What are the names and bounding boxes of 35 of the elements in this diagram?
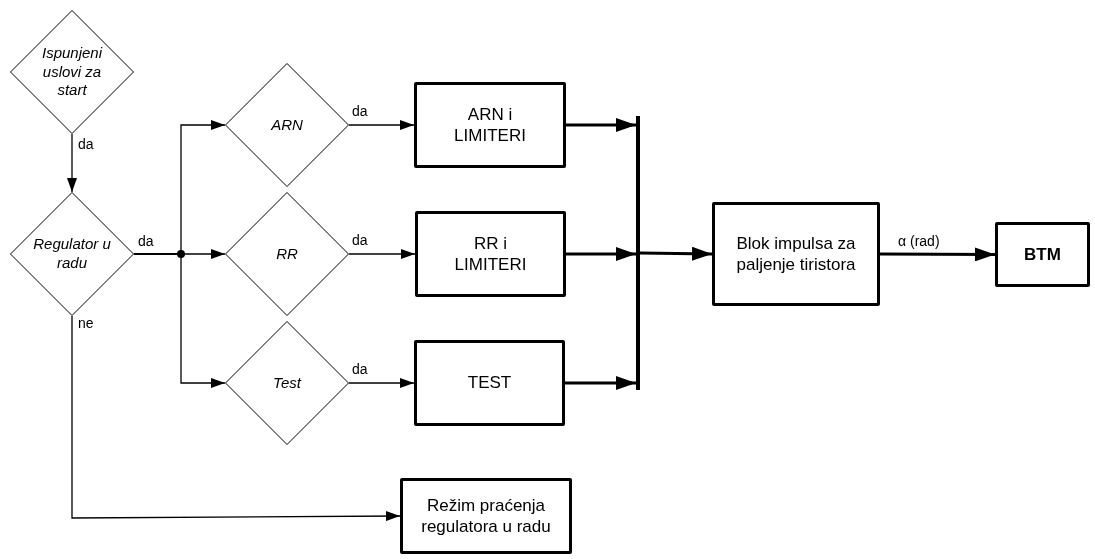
decision-label: Regulator u radu bbox=[32, 235, 112, 273]
decision-label: RR bbox=[275, 244, 299, 264]
decision-label: Ispunjeni uslovi za start bbox=[40, 43, 104, 101]
edge-label: da bbox=[350, 104, 370, 118]
decision-label: Test bbox=[272, 373, 303, 393]
block-label: ARN i LIMITERI bbox=[453, 103, 527, 147]
arrow bbox=[67, 133, 77, 193]
process-box bbox=[995, 222, 1090, 287]
process-box bbox=[414, 340, 565, 426]
arrow bbox=[565, 376, 636, 390]
block-label: TEST bbox=[466, 372, 513, 394]
edge-label: da bbox=[350, 362, 370, 376]
edge-label: da bbox=[350, 233, 370, 247]
process-box bbox=[414, 82, 566, 168]
block-label: Režim praćenja regulatora u radu bbox=[420, 494, 552, 538]
arrow bbox=[348, 378, 415, 388]
block-label: RR i LIMITERI bbox=[453, 232, 528, 276]
arrow bbox=[880, 247, 995, 262]
arrow bbox=[348, 249, 416, 259]
block-label: BTM bbox=[1023, 243, 1062, 266]
arrow bbox=[348, 120, 415, 130]
arrow bbox=[639, 246, 713, 261]
decision-label: ARN bbox=[269, 115, 304, 135]
edge-label: α (rad) bbox=[896, 234, 942, 248]
edge-label: da bbox=[136, 234, 156, 248]
process-box bbox=[712, 202, 880, 306]
arrow bbox=[566, 118, 636, 132]
process-box bbox=[415, 211, 566, 297]
arrow bbox=[71, 315, 401, 522]
arrow bbox=[566, 247, 636, 261]
block-label: Blok impulsa za paljenje tiristora bbox=[735, 232, 857, 276]
merge-bar bbox=[636, 116, 640, 390]
process-box bbox=[400, 478, 572, 554]
arrow bbox=[133, 253, 226, 388]
edge-label: da bbox=[76, 137, 96, 151]
